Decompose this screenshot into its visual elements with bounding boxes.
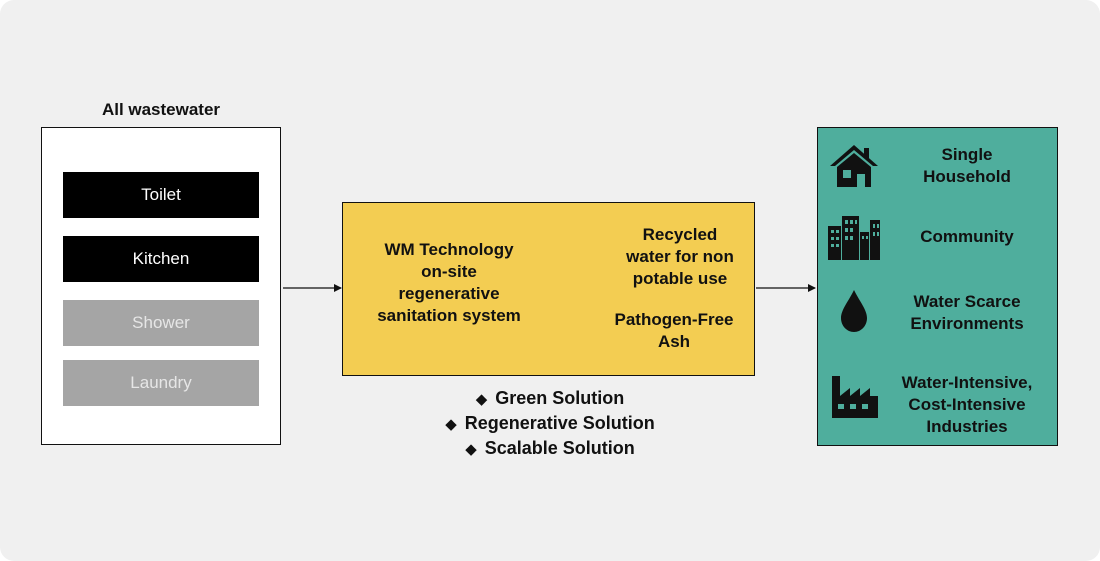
- water-drop-icon: [841, 290, 867, 332]
- technology-label: WM Technology on-site regenerative sanit…: [377, 240, 521, 325]
- application-single-household: Single Household: [923, 145, 1011, 186]
- diamond-bullet-icon: ◆: [475, 391, 488, 408]
- solution-item: ◆Regenerative Solution: [445, 413, 655, 433]
- output-recycled-water: Recycled water for non potable use: [626, 225, 734, 288]
- application-water-scarce: Water Scarce Environments: [910, 292, 1024, 333]
- solution-item: ◆Scalable Solution: [465, 438, 635, 458]
- output-pathogen-free-ash: Pathogen-Free Ash: [614, 310, 734, 351]
- buildings-icon: [828, 216, 880, 260]
- source-kitchen: Kitchen: [63, 236, 259, 282]
- solutions-list: ◆Green Solution ◆Regenerative Solution ◆…: [380, 386, 720, 461]
- diamond-bullet-icon: ◆: [445, 416, 457, 433]
- factory-icon: [832, 376, 878, 418]
- diamond-bullet-icon: ◆: [465, 441, 477, 458]
- house-icon: [830, 145, 878, 187]
- solution-item: ◆Green Solution: [475, 388, 625, 408]
- source-shower: Shower: [63, 300, 259, 346]
- application-community: Community: [920, 227, 1014, 246]
- application-industries: Water-Intensive, Cost-Intensive Industri…: [901, 373, 1033, 436]
- sources-title: All wastewater: [101, 100, 221, 119]
- source-toilet: Toilet: [63, 172, 259, 218]
- source-laundry: Laundry: [63, 360, 259, 406]
- process-box: [342, 202, 755, 376]
